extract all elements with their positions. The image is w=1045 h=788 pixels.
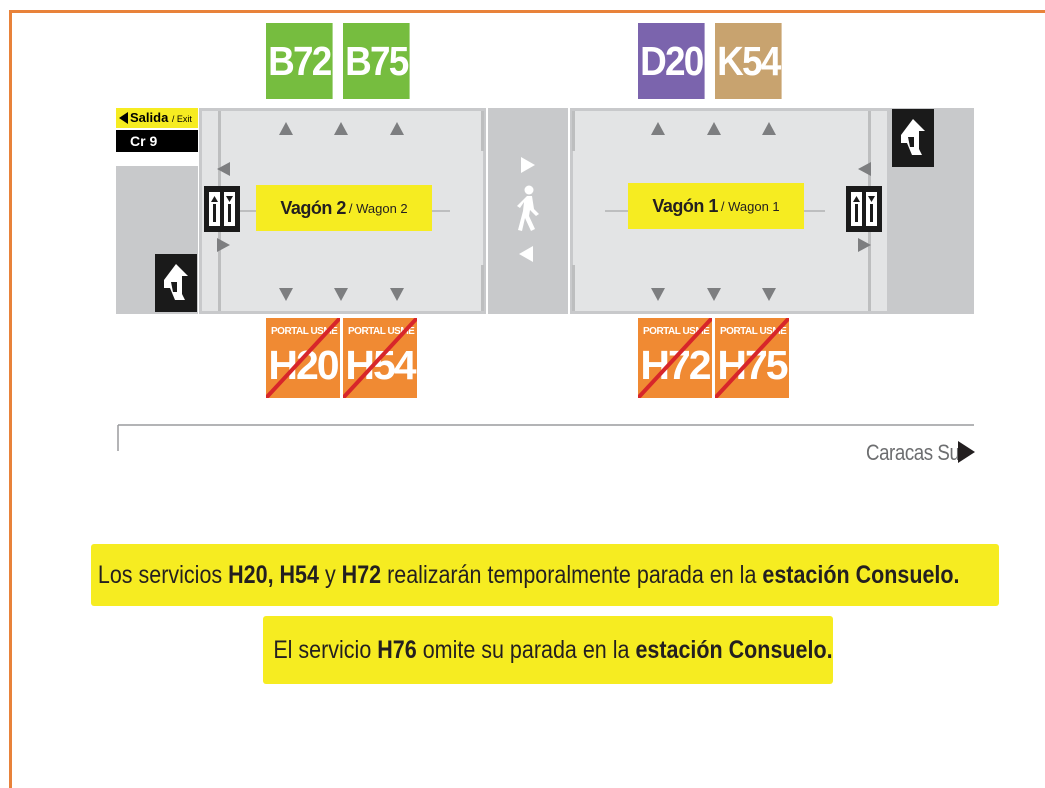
door-arrow-up [651, 122, 665, 135]
wagon-1-name: Vagón 1 [652, 195, 718, 216]
wagon-2-door-line-right-lower [481, 265, 484, 311]
route-badge-d20[interactable]: D20 [638, 23, 705, 99]
route-code: D20 [640, 37, 704, 84]
wagon-1-english: / Wagon 1 [720, 198, 780, 214]
notice-station: estación Consuelo. [635, 635, 833, 664]
direction-line [117, 424, 974, 451]
strike-line [715, 318, 789, 398]
door-arrow-down [279, 288, 293, 301]
notice-text: El servicio [273, 635, 378, 664]
door-arrow-down [651, 288, 665, 301]
route-badge-h20-suspended[interactable]: PORTAL USME H20 [266, 318, 340, 398]
strike-line [638, 318, 712, 398]
door-arrow-up [762, 122, 776, 135]
notice-text: realizarán temporalmente parada en la [381, 560, 763, 589]
door-arrow-up [279, 122, 293, 135]
notice-station: estación Consuelo. [762, 560, 960, 589]
wagon-1-label: Vagón 1 / Wagon 1 [628, 183, 804, 229]
route-code: B75 [345, 37, 409, 84]
exit-label: Salida / Exit [130, 110, 192, 125]
walkway-arrow-right [521, 157, 535, 173]
side-arrow-right [858, 238, 871, 252]
walking-person-icon [517, 185, 539, 231]
route-badge-h72-suspended[interactable]: PORTAL USME H72 [638, 318, 712, 398]
wagon-2-english: / Wagon 2 [348, 200, 408, 216]
route-code: K54 [717, 37, 781, 84]
route-destination: PORTAL USME [271, 326, 338, 337]
notice-routes: H76 [377, 635, 417, 664]
wagon-1-door-line-left [572, 111, 575, 151]
frame-border-top [9, 10, 1045, 13]
elevator-icon [204, 186, 240, 232]
door-arrow-down [762, 288, 776, 301]
strike-line [266, 318, 340, 398]
accessible-access-icon [155, 254, 197, 312]
notice-skipped-stop: El servicio H76 omite su parada en la es… [263, 616, 833, 684]
accessible-access-icon [892, 109, 934, 167]
route-destination: PORTAL USME [348, 326, 415, 337]
notice-temporary-stops: Los servicios H20, H54 y H72 realizarán … [91, 544, 999, 606]
exit-sign: Salida / Exit [116, 108, 198, 128]
door-arrow-down [334, 288, 348, 301]
route-badge-h54-suspended[interactable]: PORTAL USME H54 [343, 318, 417, 398]
direction-arrow-icon [958, 441, 975, 463]
frame-border-left [9, 10, 12, 788]
direction-label: Caracas Sur [866, 440, 966, 465]
side-arrow-left [217, 162, 230, 176]
notice-text: omite su parada en la [416, 635, 636, 664]
route-destination: PORTAL USME [643, 326, 710, 337]
wagon-2-label: Vagón 2 / Wagon 2 [256, 185, 432, 231]
door-arrow-up [707, 122, 721, 135]
notice-routes: H72 [341, 560, 382, 589]
wagon-1-door-line-left-lower [572, 265, 575, 311]
route-badge-h75-suspended[interactable]: PORTAL USME H75 [715, 318, 789, 398]
door-arrow-up [390, 122, 404, 135]
route-destination: PORTAL USME [720, 326, 787, 337]
door-arrow-up [334, 122, 348, 135]
walkway-arrow-left [519, 246, 533, 262]
exit-arrow-icon [119, 112, 128, 124]
side-arrow-right [217, 238, 230, 252]
elevator-icon [846, 186, 882, 232]
notice-text: Los servicios [97, 560, 229, 589]
route-badge-b75[interactable]: B75 [343, 23, 410, 99]
wagon-2-name: Vagón 2 [280, 197, 346, 218]
route-badge-k54[interactable]: K54 [715, 23, 782, 99]
notice-text: y [318, 560, 342, 589]
street-label: Cr 9 [116, 130, 198, 152]
door-arrow-down [707, 288, 721, 301]
side-arrow-left [858, 162, 871, 176]
door-arrow-down [390, 288, 404, 301]
notice-routes: H20, H54 [228, 560, 319, 589]
strike-line [343, 318, 417, 398]
route-code: B72 [268, 37, 332, 84]
route-badge-b72[interactable]: B72 [266, 23, 333, 99]
wagon-2-door-line-right [481, 111, 484, 151]
